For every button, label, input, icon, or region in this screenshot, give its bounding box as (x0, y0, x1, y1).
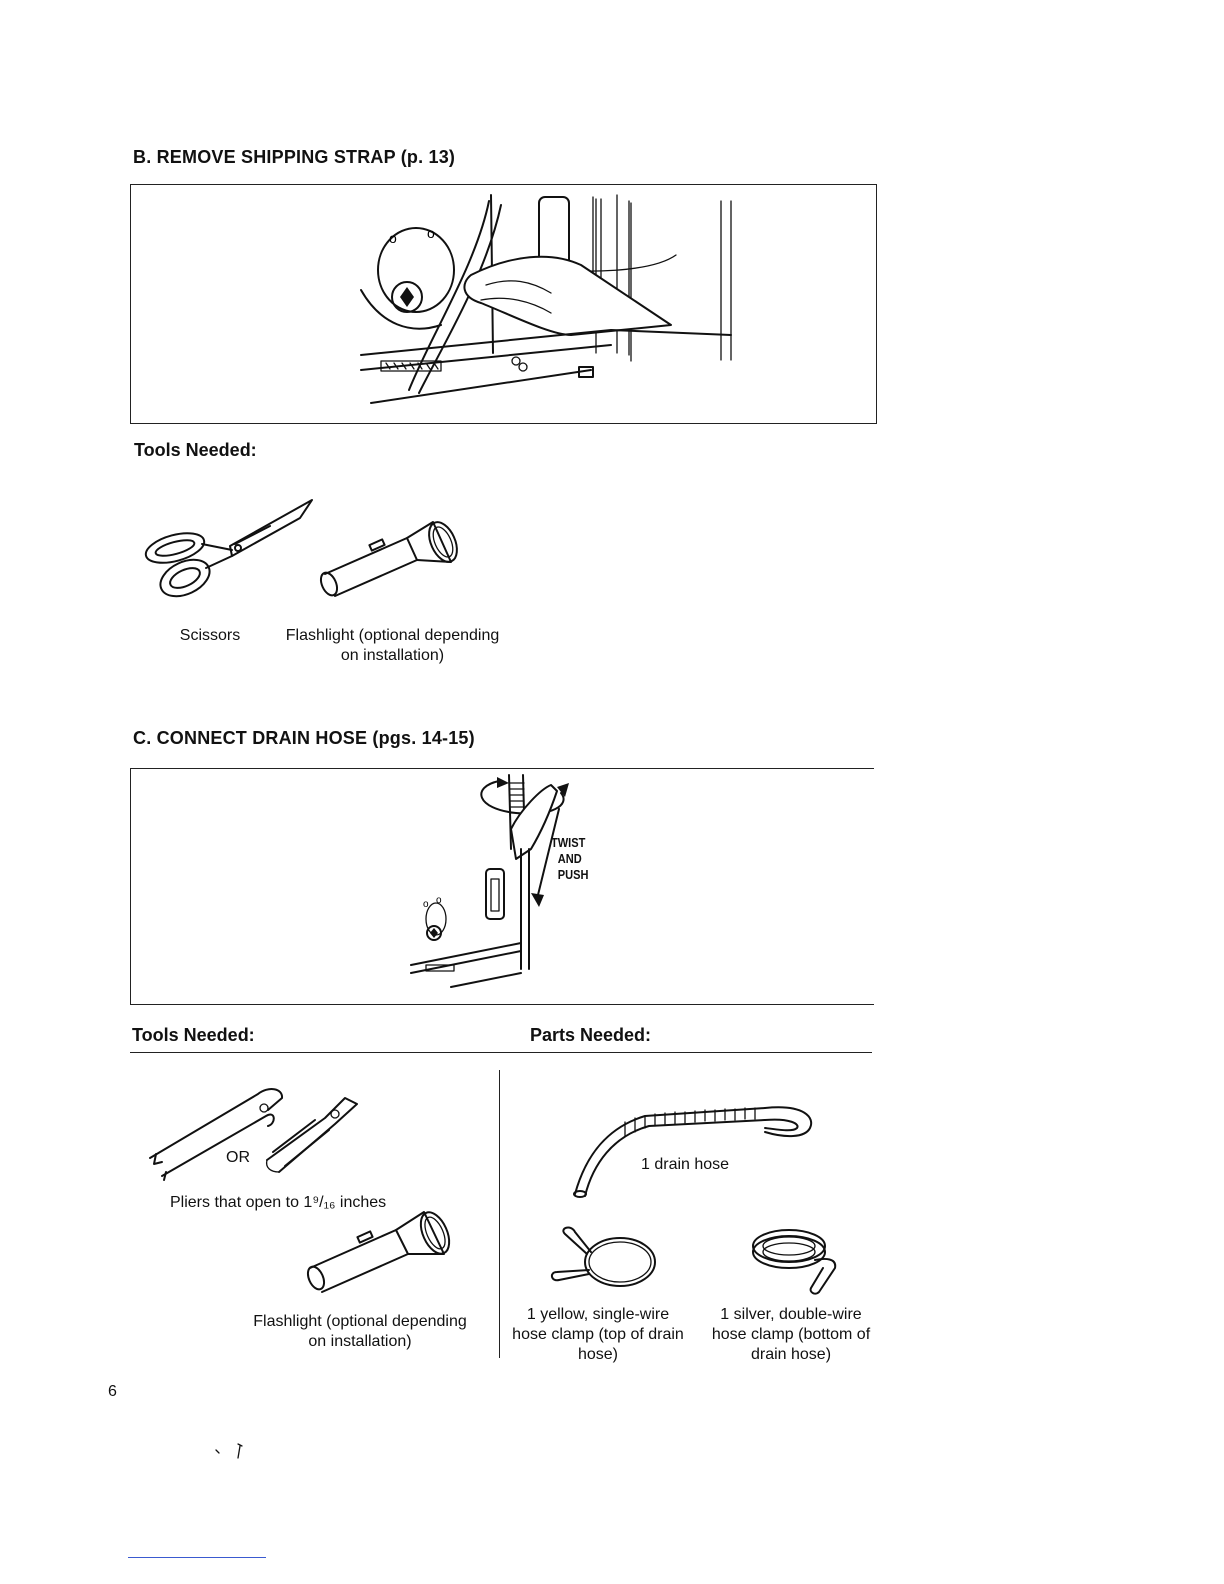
drain-hose-illustration: o o (410, 774, 569, 988)
page-number: 6 (108, 1383, 117, 1400)
section-c-parts-heading: Parts Needed: (530, 1025, 652, 1045)
single-wire-clamp-label: 1 yellow, single-wire hose clamp (top of… (512, 1306, 684, 1363)
flashlight-icon (315, 516, 465, 597)
section-b-tools-heading: Tools Needed: (134, 440, 257, 460)
drain-hose-label: 1 drain hose (641, 1156, 730, 1173)
flashlight-label: Flashlight (optional depending on instal… (285, 627, 500, 664)
svg-text:o: o (427, 225, 435, 241)
svg-text:o: o (436, 895, 442, 906)
scan-artifact-line (128, 1557, 266, 1558)
scissors-label: Scissors (179, 627, 241, 644)
double-wire-clamp-label: 1 silver, double-wire hose clamp (bottom… (711, 1306, 871, 1363)
flashlight-label: Flashlight (optional depending on instal… (253, 1313, 467, 1350)
section-c-heading: C. CONNECT DRAIN HOSE (pgs. 14-15) (133, 728, 475, 748)
scan-artifact-mark (214, 1440, 254, 1460)
slip-joint-pliers-icon (148, 1080, 288, 1181)
callout-line-3: PUSH (557, 867, 589, 882)
svg-text:o: o (389, 230, 397, 246)
or-label: OR (226, 1149, 250, 1166)
section-c-tools-heading: Tools Needed: (132, 1025, 255, 1045)
single-wire-clamp-icon (545, 1222, 660, 1292)
heading-divider (130, 1052, 872, 1053)
svg-text:o: o (423, 899, 429, 910)
drain-hose-icon (565, 1088, 825, 1198)
section-b-heading: B. REMOVE SHIPPING STRAP (p. 13) (133, 147, 456, 167)
callout-line-1: TWIST (551, 835, 586, 850)
column-divider (499, 1070, 500, 1358)
flashlight-icon (300, 1206, 460, 1293)
double-wire-clamp-icon (745, 1218, 845, 1298)
callout-line-2: AND (557, 851, 582, 866)
pliers-label: Pliers that open to 1⁹/₁₆ inches (170, 1194, 387, 1211)
shipping-strap-figure: o o (130, 184, 877, 424)
washer-strap-illustration: o o (360, 194, 732, 404)
drain-hose-figure: o o TWIST AND PUSH (130, 768, 874, 1005)
pliers-icon (265, 1090, 365, 1175)
scissors-icon (140, 496, 320, 601)
twist-and-push-callout: TWIST AND PUSH (551, 835, 589, 883)
